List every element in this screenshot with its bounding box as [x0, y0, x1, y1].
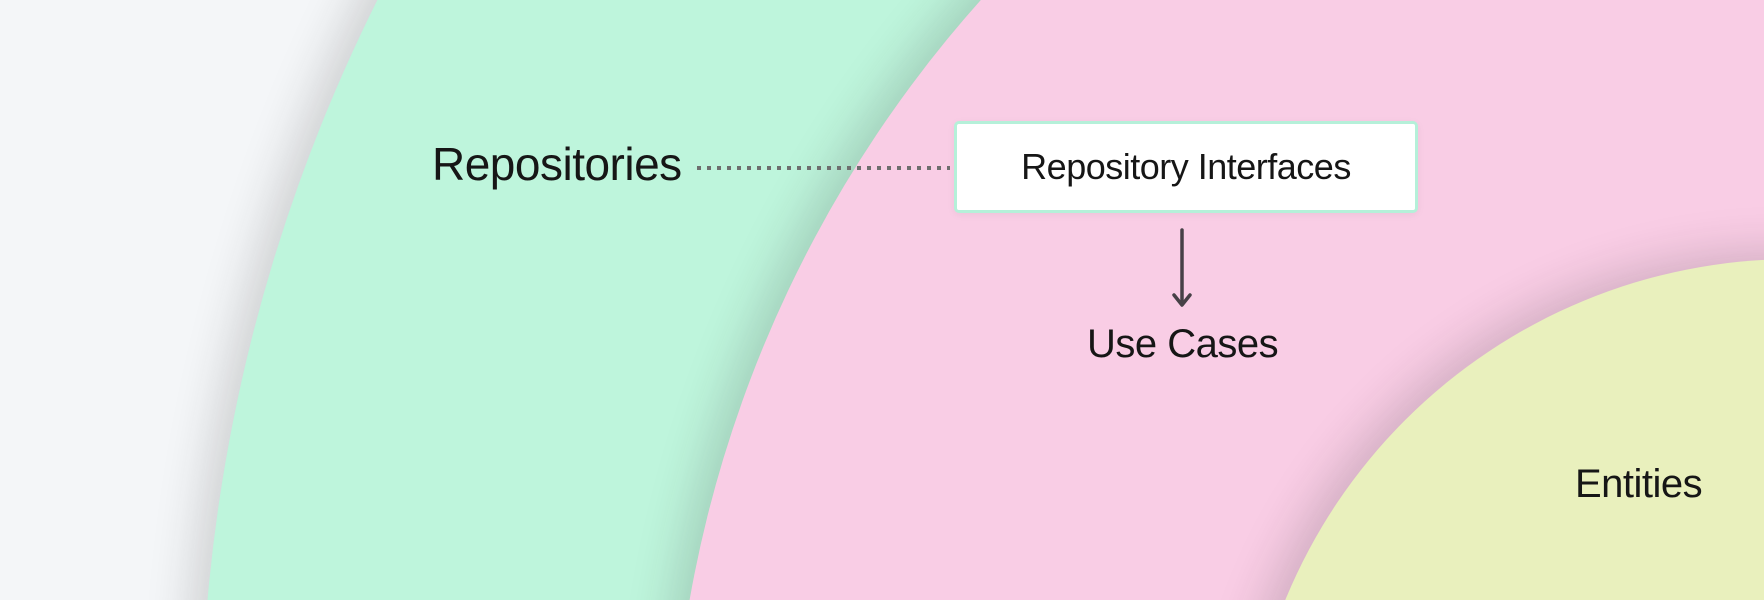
down-arrow-icon	[1172, 228, 1192, 307]
repositories-label: Repositories	[432, 138, 682, 190]
repository-interfaces-box: Repository Interfaces	[954, 121, 1418, 213]
dotted-connector-line	[697, 166, 950, 170]
repository-interfaces-label: Repository Interfaces	[1021, 146, 1351, 187]
use-cases-label: Use Cases	[1087, 322, 1279, 366]
entities-label: Entities	[1575, 462, 1703, 506]
